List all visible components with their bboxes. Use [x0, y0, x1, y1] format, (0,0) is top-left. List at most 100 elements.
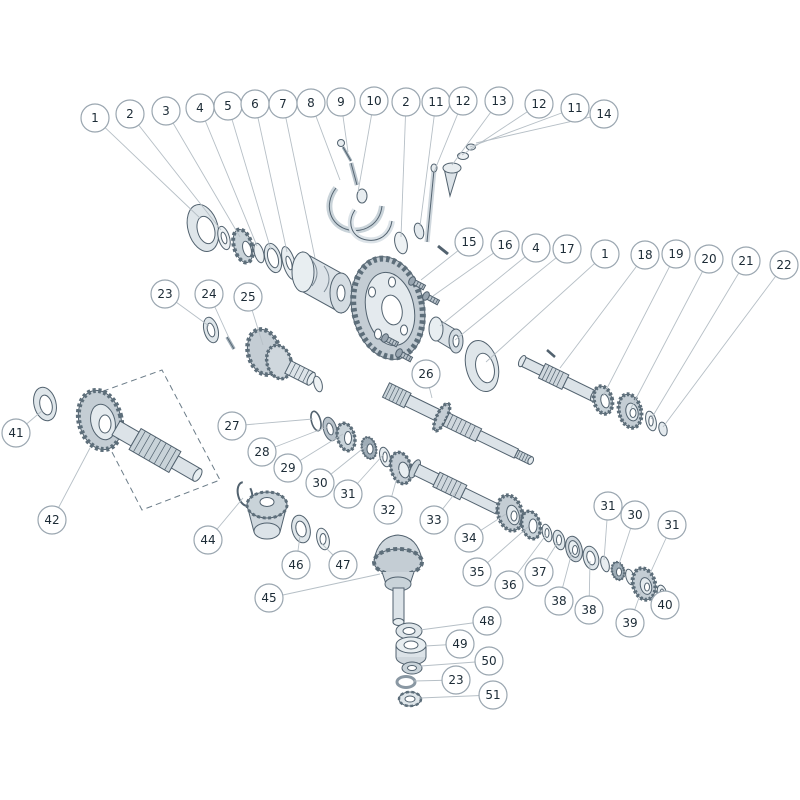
- leader-line: [485, 253, 606, 363]
- callout-circle: [328, 550, 358, 580]
- callout-18: 18: [630, 240, 660, 270]
- callout-number: 1: [91, 111, 99, 125]
- gear: [334, 421, 358, 452]
- callout-circle: [151, 96, 181, 126]
- callout-number: 35: [469, 565, 484, 579]
- callout-circle: [661, 239, 691, 269]
- callout-number: 18: [637, 248, 652, 262]
- callout-45: 45: [254, 583, 284, 613]
- leader-line: [254, 103, 288, 253]
- callout-40: 40: [650, 590, 680, 620]
- callout-number: 2: [126, 107, 134, 121]
- leader-line: [559, 254, 646, 369]
- callout-41: 41: [1, 418, 31, 448]
- callout-number: 7: [279, 97, 287, 111]
- callout-number: 47: [335, 558, 350, 572]
- callout-circle: [630, 240, 660, 270]
- callout-circle: [419, 505, 449, 535]
- callout-number: 12: [531, 97, 546, 111]
- bearing-ring: [460, 337, 504, 395]
- callout-number: 50: [481, 654, 496, 668]
- callout-1: 1: [80, 103, 110, 133]
- callout-number: 30: [312, 476, 327, 490]
- callout-circle: [37, 505, 67, 535]
- needle-bearing: [610, 561, 626, 581]
- leader-line: [94, 117, 201, 219]
- callout-circle: [305, 468, 335, 498]
- callout-circle: [544, 586, 574, 616]
- callout-circle: [441, 665, 471, 695]
- washer: [315, 527, 332, 551]
- callout-34: 34: [454, 523, 484, 553]
- callout-number: 26: [418, 367, 433, 381]
- callout-number: 17: [559, 242, 574, 256]
- bolt: [421, 291, 440, 307]
- callout-25: 25: [233, 282, 263, 312]
- callout-circle: [521, 233, 551, 263]
- bolt: [407, 276, 426, 292]
- boxed-shaft-assembly: [30, 370, 220, 510]
- gear: [494, 493, 526, 534]
- callout-37: 37: [524, 557, 554, 587]
- flanged-cylinder: [396, 637, 426, 665]
- bolt: [394, 348, 413, 364]
- callout-circle: [1, 418, 31, 448]
- callout-circle: [593, 491, 623, 521]
- leader-line: [454, 248, 568, 341]
- leader-line: [432, 244, 506, 297]
- callout-circle: [620, 500, 650, 530]
- callout-circle: [524, 557, 554, 587]
- callout-3: 3: [151, 96, 181, 126]
- callout-circle: [217, 411, 247, 441]
- bevel-pinion: [374, 535, 422, 626]
- callout-15: 15: [454, 227, 484, 257]
- gear: [519, 509, 544, 541]
- callout-number: 9: [337, 95, 345, 109]
- callout-circle: [462, 557, 492, 587]
- callout-number: 5: [224, 99, 232, 113]
- gear-cluster: [243, 326, 324, 393]
- callout-circle: [193, 525, 223, 555]
- callout-circle: [574, 595, 604, 625]
- leader-line: [165, 110, 241, 238]
- gear: [72, 386, 127, 454]
- leader-line: [439, 247, 537, 327]
- callout-7: 7: [268, 89, 298, 119]
- callout-circle: [80, 103, 110, 133]
- callout-number: 14: [596, 107, 611, 121]
- leader-line: [268, 573, 381, 599]
- callout-number: 38: [551, 594, 566, 608]
- callout-12: 12: [448, 86, 478, 116]
- shift-fork-assembly: [329, 140, 392, 241]
- callout-circle: [552, 234, 582, 264]
- callout-circle: [490, 230, 520, 260]
- callout-44: 44: [193, 525, 223, 555]
- callout-2: 2: [115, 99, 145, 129]
- callout-2: 2: [391, 87, 421, 117]
- leader-line: [602, 253, 677, 397]
- callout-circle: [247, 437, 277, 467]
- gear: [591, 384, 615, 416]
- callout-number: 48: [479, 614, 494, 628]
- leader-line: [662, 264, 785, 428]
- callout-8: 8: [296, 88, 326, 118]
- callout-circle: [657, 510, 687, 540]
- bearing: [261, 241, 285, 274]
- callout-13: 13: [484, 86, 514, 116]
- detent-cone: [443, 144, 476, 196]
- bearing: [581, 544, 602, 571]
- callout-circle: [484, 86, 514, 116]
- washer: [599, 555, 611, 573]
- leader-line: [199, 107, 258, 247]
- callout-number: 12: [455, 94, 470, 108]
- callout-circle: [524, 89, 554, 119]
- callout-38: 38: [574, 595, 604, 625]
- callout-number: 41: [8, 426, 23, 440]
- callout-number: 40: [657, 598, 672, 612]
- callout-number: 24: [201, 287, 216, 301]
- toothed-washer: [399, 692, 421, 706]
- callout-30: 30: [305, 468, 335, 498]
- callout-circle: [194, 279, 224, 309]
- callout-number: 46: [288, 558, 303, 572]
- callout-number: 13: [491, 94, 506, 108]
